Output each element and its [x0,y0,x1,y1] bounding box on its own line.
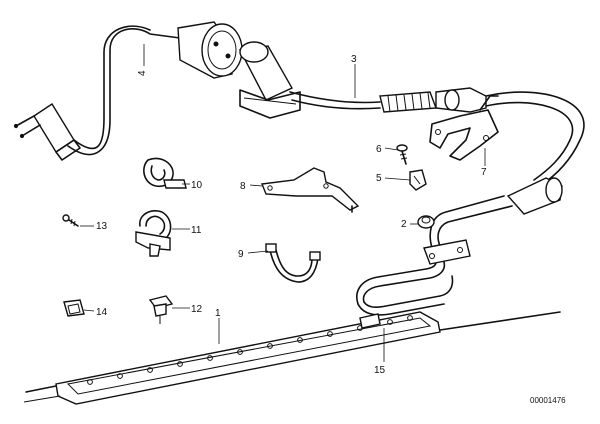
callout-13: 13 [96,221,108,232]
callout-9: 9 [238,249,244,260]
image-code: 00001476 [530,396,566,405]
nut-plate-part-14 [63,299,85,317]
callout-7: 7 [481,167,487,178]
cable-clip-part-10 [143,157,187,189]
leader-lines [80,44,486,362]
callout-11: 11 [191,225,202,236]
mounting-rail-part-1 [55,311,441,405]
callout-1: 1 [215,308,221,319]
callout-12: 12 [191,304,203,315]
screw-part-6 [396,144,408,165]
callout-5: 5 [376,173,382,184]
holder-part-8 [261,167,360,213]
hose-clamp-part-9 [265,243,321,283]
cable-clamp-part-11 [135,210,172,257]
grommet-part-2 [417,215,435,229]
callout-14: 14 [96,307,108,318]
callout-10: 10 [191,180,203,191]
socket-coupling [177,21,243,79]
rail-holes [87,315,413,385]
sill-line-part-15 [23,311,561,403]
heating-element [356,177,563,316]
bracket-part-7 [429,95,499,161]
plug-housing [238,41,301,119]
callout-8: 8 [240,181,246,192]
callout-3: 3 [351,54,357,65]
mains-plug [13,103,81,161]
clip-nut-part-12 [148,295,174,324]
callout-15: 15 [374,365,386,376]
screw-part-13 [62,214,79,227]
callout-2: 2 [401,219,407,230]
callout-4: 4 [137,70,148,76]
callouts: 4 3 6 5 7 8 10 11 9 2 13 12 14 1 15 [96,54,487,376]
callout-6: 6 [376,144,382,155]
clip-part-5 [409,169,427,191]
heater-cable-part-3 [238,41,585,187]
mains-cable-part-4 [13,21,243,161]
